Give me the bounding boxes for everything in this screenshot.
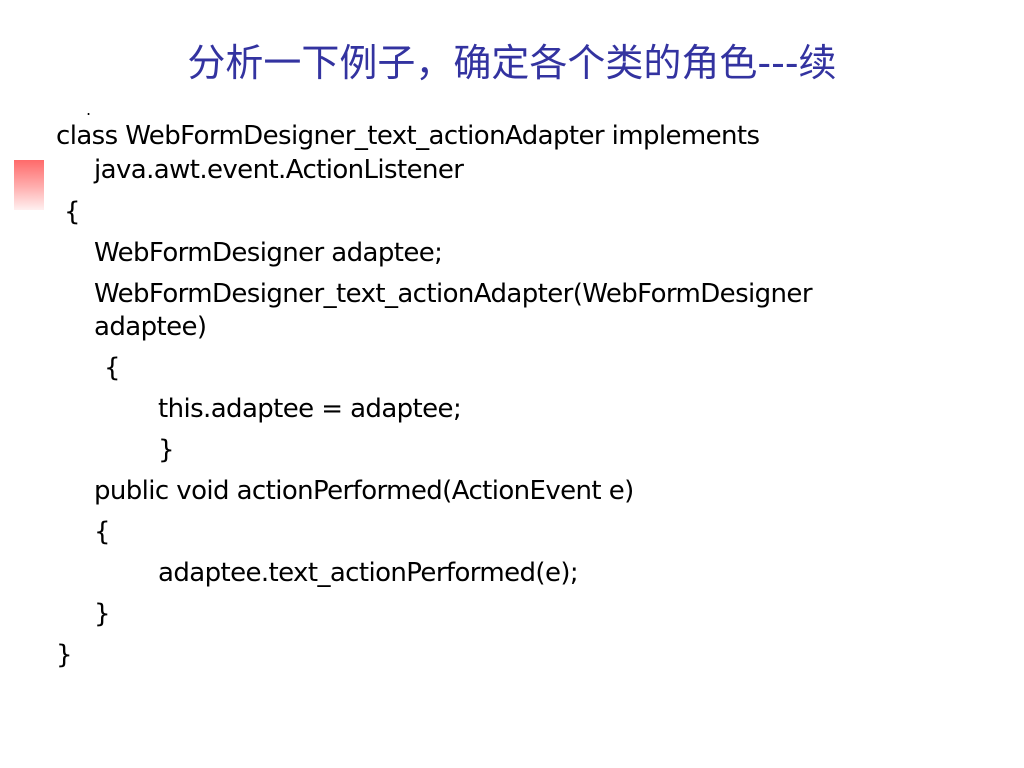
- code-line-class-open-brace: {: [64, 197, 81, 227]
- code-line-class-close-brace: }: [56, 640, 73, 670]
- code-line-constructor-param: adaptee): [94, 312, 207, 342]
- slide-title: 分析一下例子，确定各个类的角色---续: [187, 41, 837, 85]
- code-line-method-open-brace: {: [94, 517, 111, 547]
- code-line-class-decl: class WebFormDesigner_text_actionAdapter…: [56, 121, 760, 151]
- code-line-method-call: adaptee.text_actionPerformed(e);: [158, 558, 579, 588]
- code-line-ctor-open-brace: {: [104, 353, 121, 383]
- stray-mark: .: [86, 100, 92, 119]
- code-line-method: public void actionPerformed(ActionEvent …: [94, 476, 634, 506]
- bullet-accent-bar: [14, 160, 44, 210]
- code-line-assignment: this.adaptee = adaptee;: [158, 394, 462, 424]
- code-line-constructor: WebFormDesigner_text_actionAdapter(WebFo…: [94, 279, 813, 309]
- code-line-method-close-brace: }: [94, 599, 111, 629]
- code-line-field: WebFormDesigner adaptee;: [94, 238, 443, 268]
- code-line-implements: java.awt.event.ActionListener: [94, 155, 464, 185]
- code-line-ctor-close-brace: }: [158, 435, 175, 465]
